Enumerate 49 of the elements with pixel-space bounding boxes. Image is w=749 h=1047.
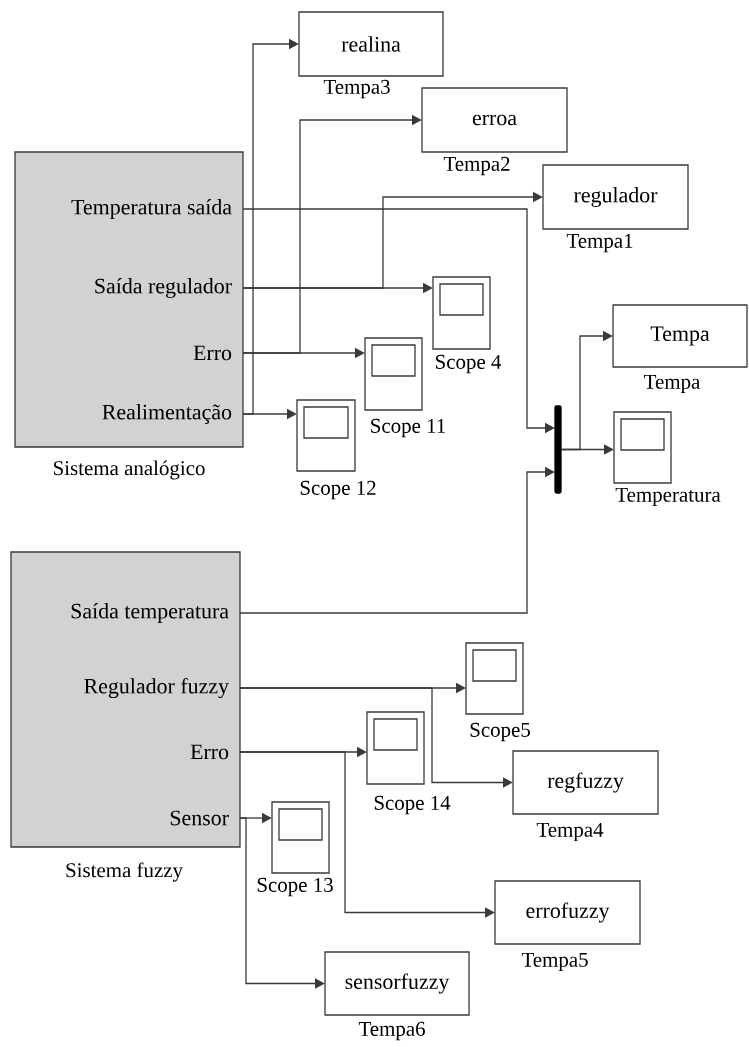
arrow	[242, 38, 299, 415]
workspace-block: realina	[298, 11, 444, 77]
port-label: Saída regulador	[95, 278, 232, 298]
block-caption: Tempa	[644, 374, 701, 394]
block-caption: Tempa3	[323, 79, 390, 99]
workspace-block: regulador	[542, 164, 689, 230]
arrow	[242, 114, 422, 354]
port-label: Regulador fuzzy	[84, 677, 229, 699]
block-caption: Tempa2	[443, 156, 510, 176]
scope-block	[366, 711, 425, 785]
scope-block	[296, 399, 356, 472]
arrow	[239, 817, 325, 989]
block-caption: Tempa6	[358, 1021, 425, 1041]
port-label: Realimentação	[102, 404, 232, 424]
block-caption: Scope 14	[374, 795, 451, 815]
port-label: Saída temperatura	[71, 603, 229, 623]
block-caption: Temperatura	[615, 487, 721, 507]
workspace-block: regfuzzy	[512, 750, 659, 815]
scope-block	[432, 276, 491, 350]
subsystem-block	[14, 151, 244, 448]
block-caption: Tempa1	[566, 233, 633, 253]
block-caption: Scope 11	[371, 418, 445, 438]
block-caption: Scope5	[470, 722, 530, 742]
subsystem-block	[10, 551, 241, 848]
scope-block	[613, 411, 672, 484]
block-caption: Tempa4	[536, 822, 604, 842]
block-caption: Sistema fuzzy	[66, 862, 183, 882]
scope-block	[465, 642, 524, 715]
port-label: Erro	[190, 744, 229, 760]
arrow	[239, 466, 555, 614]
block-caption: Scope 13	[257, 877, 333, 897]
mux-bar	[554, 405, 562, 494]
block-caption: Scope 12	[300, 480, 376, 500]
port-label: Sensor	[170, 810, 229, 826]
arrow	[239, 687, 513, 788]
port-label: Erro	[193, 345, 232, 361]
block-caption: Scope 4	[436, 354, 502, 374]
workspace-block: sensorfuzzy	[324, 951, 470, 1016]
workspace-block: Tempa	[612, 304, 748, 368]
block-caption: Tempa5	[521, 952, 588, 972]
scope-block	[364, 337, 423, 411]
workspace-block: erroa	[421, 87, 568, 153]
arrow	[242, 191, 543, 289]
scope-block	[271, 801, 330, 874]
workspace-block: errofuzzy	[494, 880, 641, 945]
block-caption: Sistema analógico	[54, 460, 205, 480]
arrow	[560, 444, 614, 455]
arrow	[239, 751, 495, 918]
port-label: Temperatura saída	[71, 199, 232, 219]
